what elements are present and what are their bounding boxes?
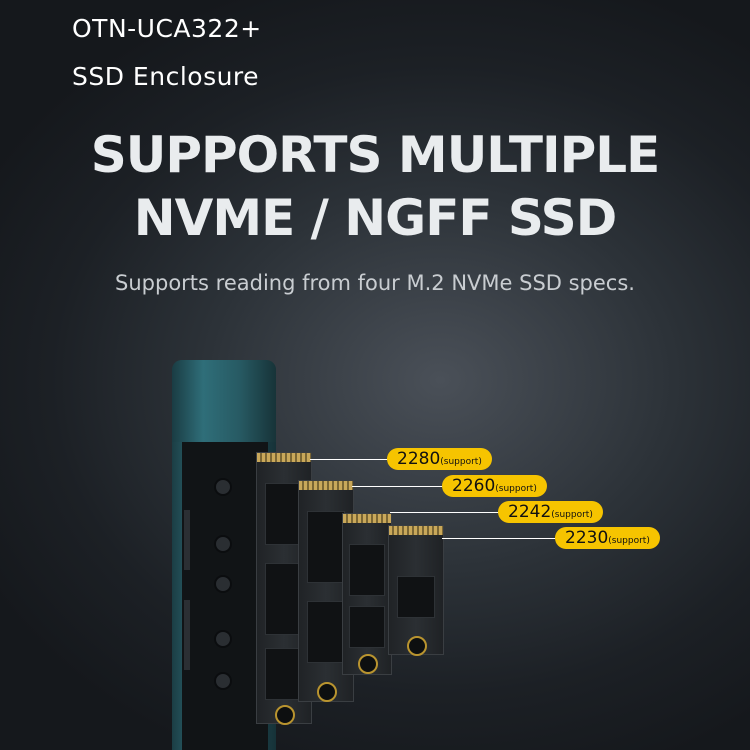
enclosure-screw (214, 630, 232, 648)
headline-line-2: NVME / NGFF SSD (133, 189, 617, 247)
leader-line-2242 (390, 512, 500, 513)
enclosure-screw (214, 535, 232, 553)
ssd-card-2242 (342, 513, 392, 675)
leader-line-2280 (310, 459, 390, 460)
spec-note: (support) (495, 484, 537, 494)
card-chip (265, 648, 303, 700)
card-connector (343, 514, 391, 523)
spec-size: 2280 (397, 449, 441, 469)
card-chip (307, 511, 345, 583)
product-type: SSD Enclosure (72, 62, 260, 91)
enclosure-screw (214, 478, 232, 496)
enclosure-rail (184, 510, 190, 570)
spec-size: 2230 (565, 528, 609, 548)
subtitle: Supports reading from four M.2 NVMe SSD … (115, 271, 635, 295)
spec-tag-2280: 2280(support) (387, 448, 492, 470)
spec-note: (support) (551, 510, 593, 520)
card-mount-notch (317, 682, 337, 702)
card-connector (257, 453, 311, 462)
enclosure-screw (214, 672, 232, 690)
leader-line-2230 (442, 538, 557, 539)
spec-tag-2242: 2242(support) (498, 501, 603, 523)
card-connector (389, 526, 443, 535)
spec-tag-2260: 2260(support) (442, 475, 547, 497)
card-mount-notch (358, 654, 378, 674)
spec-tag-2230: 2230(support) (555, 527, 660, 549)
leader-line-2260 (352, 486, 444, 487)
spec-size: 2260 (452, 476, 496, 496)
card-mount-notch (407, 636, 427, 656)
spec-note: (support) (440, 457, 482, 467)
headline-line-1: SUPPORTS MULTIPLE (90, 126, 661, 184)
spec-note: (support) (608, 536, 650, 546)
enclosure-screw (214, 575, 232, 593)
spec-size: 2242 (508, 502, 552, 522)
card-chip (397, 576, 435, 618)
card-chip (265, 483, 303, 545)
ssd-card-2230 (388, 525, 444, 656)
card-chip (349, 544, 385, 596)
enclosure-rail (184, 600, 190, 670)
enclosure-cap (172, 360, 276, 442)
card-connector (299, 481, 353, 490)
card-mount-notch (275, 705, 295, 725)
product-model: OTN-UCA322+ (72, 14, 262, 43)
card-chip (349, 606, 385, 648)
card-chip (307, 601, 345, 663)
